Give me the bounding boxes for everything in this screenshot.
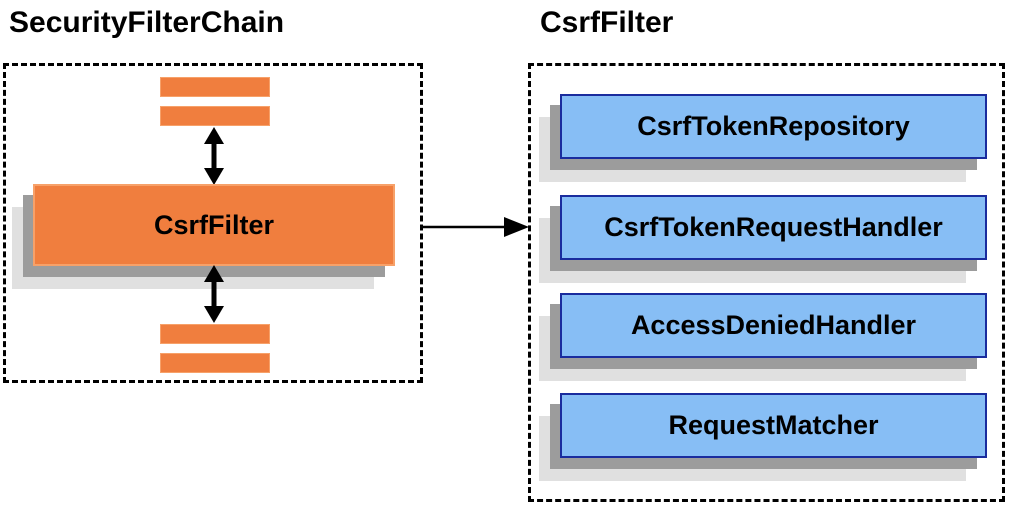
composition-arrow-icon [422,217,529,237]
component-box-request-matcher: RequestMatcher [560,393,987,458]
bidirectional-arrow-icon [204,265,224,323]
component-box-access-denied-handler: AccessDeniedHandler [560,293,987,358]
component-box-label: RequestMatcher [668,410,879,440]
component-box-label: CsrfTokenRepository [637,111,910,141]
filter-placeholder-bar [160,106,270,126]
filter-placeholder-bar [160,324,270,344]
filter-placeholder-bar [160,77,270,97]
csrf-filter-box-label: CsrfFilter [153,209,275,240]
component-box-csrf-token-repository: CsrfTokenRepository [560,94,987,159]
component-box-label: CsrfTokenRequestHandler [604,212,943,242]
filter-placeholder-bar [160,353,270,373]
csrf-filter-title: CsrfFilter [540,6,674,39]
component-box-label: AccessDeniedHandler [630,310,917,340]
component-box-csrf-token-request-handler: CsrfTokenRequestHandler [560,195,987,260]
bidirectional-arrow-icon [204,127,224,185]
csrf-filter-box: CsrfFilter [33,184,395,266]
security-filter-chain-container [3,63,423,383]
security-filter-chain-title: SecurityFilterChain [9,6,285,39]
csrf-filter-container [528,63,1005,502]
